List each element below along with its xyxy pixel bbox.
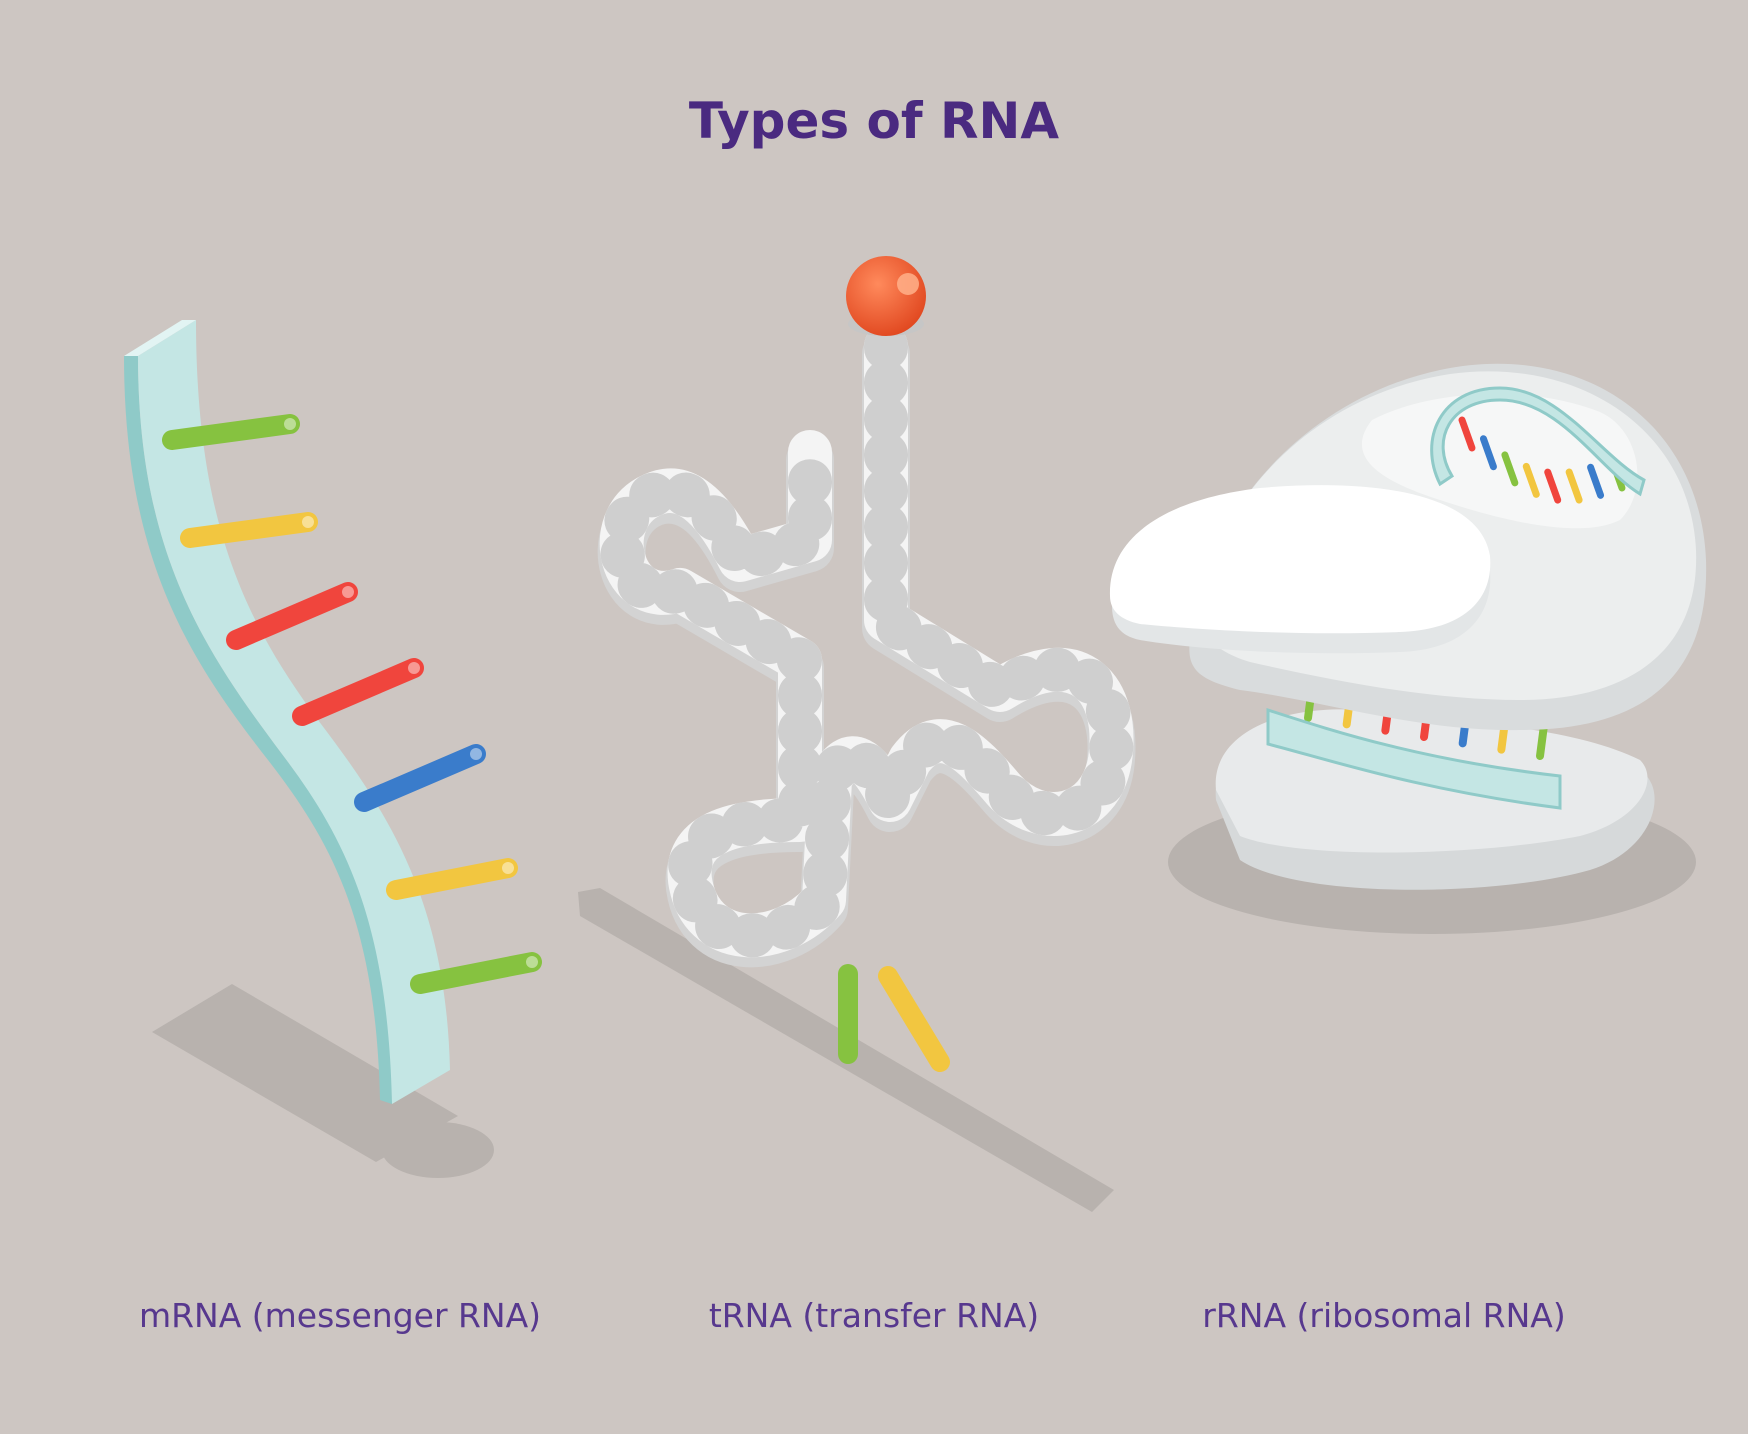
mrna-base: [162, 414, 300, 450]
rrna-upper-strand: [1430, 386, 1646, 497]
ribosome-front-lobe: [1109, 485, 1491, 634]
rrna-illustration: [1109, 363, 1707, 934]
mrna-bases: [162, 414, 542, 994]
mrna-caption: mRNA (messenger RNA): [138, 1296, 542, 1335]
rrna-caption: rRNA (ribosomal RNA): [1202, 1296, 1566, 1335]
trna-body-segments: [599, 324, 1134, 958]
rrna-upper-base: [1458, 416, 1476, 452]
mrna-illustration: [124, 320, 542, 1178]
mrna-shadow: [152, 984, 458, 1162]
mrna-base-tip: [342, 586, 354, 598]
mrna-base: [180, 512, 318, 548]
mrna-backbone-top: [124, 320, 196, 356]
mrna-base: [292, 658, 424, 726]
rrna-lower-strand: [1266, 707, 1562, 810]
mrna-base-tip: [526, 956, 538, 968]
rrna-upper-base: [1544, 468, 1562, 504]
mrna-base-tip: [502, 862, 514, 874]
mrna-base: [410, 952, 542, 994]
trna-anticodon-base: [878, 966, 950, 1072]
mrna-base: [226, 582, 358, 650]
trna-caption: tRNA (transfer RNA): [708, 1296, 1040, 1335]
amino-acid-ball: [846, 256, 926, 336]
trna-illustration: [578, 256, 1136, 1212]
rrna-upper-base: [1565, 468, 1583, 504]
rrna-upper-base: [1479, 435, 1497, 471]
mrna-base: [386, 858, 518, 900]
rrna-upper-base: [1501, 451, 1519, 487]
rrna-upper-base: [1587, 463, 1605, 499]
amino-acid-highlight: [897, 273, 919, 295]
mrna-base-tip: [284, 418, 296, 430]
mrna-backbone-edge: [124, 356, 392, 1104]
page-title: Types of RNA: [688, 92, 1060, 150]
mrna-base-tip: [302, 516, 314, 528]
rrna-upper-base: [1522, 462, 1540, 498]
rrna-upper-bases: [1458, 416, 1626, 504]
mrna-base-tip: [470, 748, 482, 760]
mrna-base: [354, 744, 486, 812]
mrna-base-tip: [408, 662, 420, 674]
mrna-shadow-blob: [382, 1122, 494, 1178]
